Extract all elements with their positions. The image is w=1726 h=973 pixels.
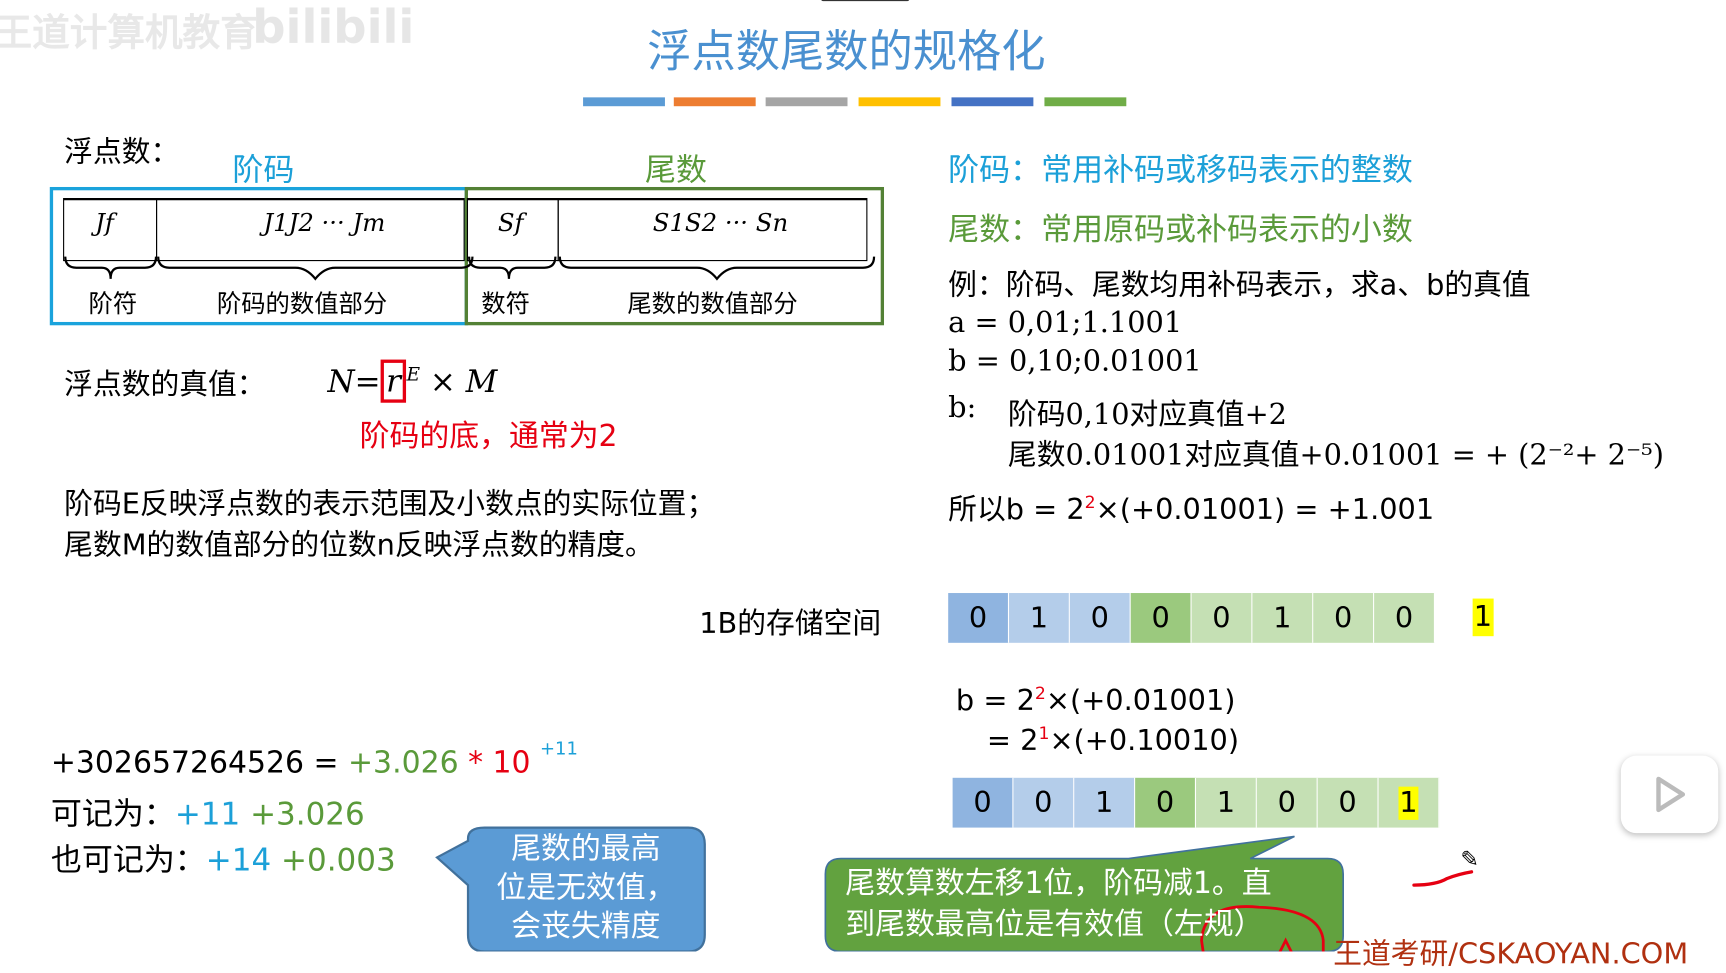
callout-green: 尾数算数左移1位，阶码减1。直 到尾数最高位是有效值（左规）: [845, 863, 1271, 945]
color-bar-orange: [673, 97, 756, 107]
base-note: 阶码的底，通常为2: [359, 419, 618, 454]
play-button[interactable]: [1620, 755, 1719, 834]
brace-label-sign-exp: 阶符: [88, 290, 138, 319]
bit-cell: 1: [1378, 777, 1440, 828]
formula-n: N=: [327, 363, 381, 400]
record1: 可记为：+11 +3.026: [51, 790, 365, 834]
braces: [64, 256, 876, 281]
n1-sup: 2: [1034, 683, 1046, 704]
bit-cell: 0: [1130, 593, 1192, 643]
color-bar-yellow: [858, 97, 941, 107]
man-desc: 尾数：常用原码或补码表示的小数: [948, 211, 1413, 248]
rec1-label: 可记为：: [50, 795, 175, 833]
formula-e: E: [406, 362, 420, 386]
exp-desc: 阶码：常用补码或移码表示的整数: [948, 151, 1413, 189]
decimal-eq: =: [304, 745, 349, 781]
rec1-man: +3.026: [250, 795, 365, 833]
n1-pre: b = 2: [955, 684, 1035, 718]
n2-sup: 1: [1038, 723, 1050, 744]
rec2-exp: +14: [205, 841, 272, 879]
normalize-line1: b = 22×(+0.01001): [956, 684, 1236, 718]
example-b: b = 0,10;0.01001: [948, 345, 1202, 379]
bit-cell: 0: [1013, 777, 1075, 828]
pencil-icon: ✎: [1460, 845, 1479, 872]
jf-label: Jf: [95, 210, 114, 238]
cell-sn: [557, 198, 868, 262]
n2-pre: = 2: [986, 724, 1039, 758]
formula-rest: × M: [419, 363, 498, 400]
cell-jm: [156, 198, 465, 262]
exponent-title: 阶码: [232, 151, 295, 189]
rec2-man: +0.003: [281, 841, 396, 879]
formula-r: r: [380, 359, 407, 404]
float-label: 浮点数：: [64, 136, 180, 170]
true-value-label: 浮点数的真值：: [64, 368, 266, 402]
callout-blue-line: 位是无效值，: [496, 870, 676, 906]
color-bar-blue: [583, 97, 665, 107]
bilibili-logo: bilibili: [252, 0, 415, 55]
mantissa-box: [464, 186, 885, 326]
sn-label: S1S2 ··· Sn: [652, 210, 789, 238]
bit-cell: 0: [1374, 593, 1436, 643]
explain-line1: 阶码E反映浮点数的表示范围及小数点的实际位置；: [64, 487, 716, 522]
bit-cell: 1: [1252, 593, 1314, 643]
brace-label-sign-man: 数符: [481, 290, 530, 319]
decimal-mant: +3.026: [348, 745, 459, 781]
decimal-times: * 10: [458, 745, 531, 781]
bit-cell: 1: [1196, 777, 1257, 828]
top-handle: [820, 0, 910, 2]
jm-label: J1J2 ··· Jm: [263, 210, 386, 238]
mantissa-title: 尾数: [645, 151, 708, 189]
color-bar-darkblue: [951, 97, 1034, 107]
callout-green-line: 尾数算数左移1位，阶码减1。直: [845, 866, 1272, 901]
example-a: a = 0,01;1.1001: [948, 306, 1183, 340]
example-question: 例：阶码、尾数均用补码表示，求a、b的真值: [948, 268, 1531, 303]
b-result-post: ×(+0.01001) = +1.001: [1095, 493, 1435, 527]
bit-cell: 0: [1069, 593, 1131, 643]
bit-cell: 0: [1317, 777, 1379, 828]
b-result: 所以b = 22×(+0.01001) = +1.001: [948, 487, 1434, 528]
bit-cell: 0: [952, 777, 1014, 828]
page-title: 浮点数尾数的规格化: [647, 26, 1046, 78]
b-label: b:: [948, 391, 977, 425]
n1-post: ×(+0.01001): [1045, 684, 1236, 718]
callout-blue: 尾数的最高 位是无效值， 会丧失精度: [467, 830, 705, 946]
rec2-label: 也可记为：: [50, 841, 206, 879]
bit-cell: 1: [1009, 593, 1070, 643]
storage-label: 1B的存储空间: [699, 607, 882, 641]
b-man-value: 尾数0.01001对应真值+0.01001 = + (2⁻²+ 2⁻⁵): [1007, 439, 1664, 473]
record2: 也可记为：+14 +0.003: [51, 836, 396, 880]
bit-cell: 0: [1256, 777, 1318, 828]
decimal-exp: +11: [540, 737, 578, 759]
bit-cell: 1: [1074, 777, 1136, 828]
b-result-pre: 所以b = 2: [948, 493, 1085, 527]
normalize-line2: = 21×(+0.10010): [987, 724, 1239, 758]
brace-label-exp-value: 阶码的数值部分: [216, 290, 388, 319]
callout-blue-line: 尾数的最高: [511, 832, 661, 867]
sf-label: Sf: [497, 210, 524, 238]
bit-cell: 0: [1135, 777, 1197, 828]
decimal-number: +302657264526: [50, 745, 305, 781]
callout-green-line: 到尾数最高位是有效值（左规）: [845, 907, 1264, 942]
overflow-bit: 1: [1472, 598, 1494, 637]
bit-cell: 0: [1191, 593, 1253, 643]
callout-shapes: [435, 826, 1474, 952]
brace-label-man-value: 尾数的数值部分: [627, 290, 798, 319]
color-bar-gray: [765, 97, 848, 107]
color-bar-green: [1044, 97, 1127, 107]
decimal-line: +302657264526 = +3.026 * 10 +11: [50, 738, 578, 781]
n2-post: ×(+0.10010): [1049, 724, 1240, 758]
site-watermark: 王道考研/CSKAOYAN.COM: [1333, 938, 1689, 972]
b-result-sup: 2: [1084, 492, 1096, 513]
watermark-channel: 王道计算机教育: [0, 11, 258, 56]
explain-line2: 尾数M的数值部分的位数n反映浮点数的精度。: [64, 528, 654, 563]
bit-cell: 0: [1313, 593, 1375, 643]
bit-cell: 0: [948, 593, 1010, 643]
highlighted-bit: 1: [1398, 786, 1419, 820]
b-exp-value: 阶码0,10对应真值+2: [1007, 398, 1287, 432]
play-icon: [1656, 776, 1686, 813]
rec1-exp: +11: [174, 795, 241, 833]
callout-blue-line: 会丧失精度: [511, 909, 661, 944]
